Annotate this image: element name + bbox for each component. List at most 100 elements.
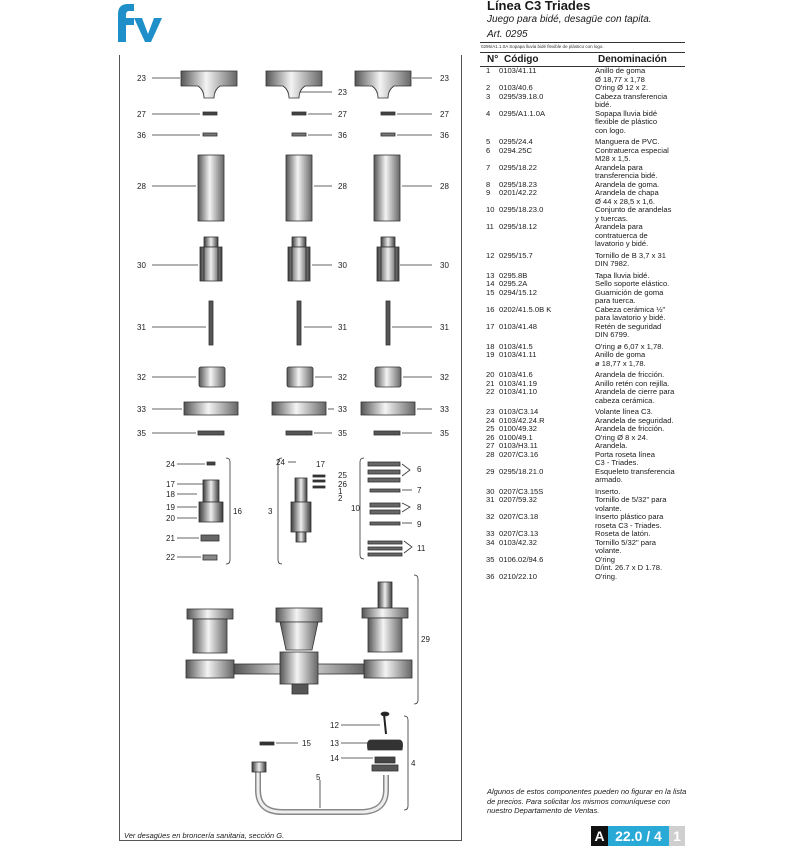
parts-cell-code: 0294.25C: [499, 145, 532, 155]
parts-cell-n: 32: [486, 512, 495, 521]
parts-cell-n: 17: [486, 321, 495, 331]
callout-number: 32: [338, 373, 347, 382]
parts-cell-desc: Inserto.: [595, 486, 621, 496]
exploded-drawing-frame: [119, 55, 462, 841]
parts-cell-n: 27: [486, 441, 495, 450]
parts-cell-n: 31: [486, 495, 495, 504]
parts-cell-n: 3: [486, 91, 491, 101]
parts-cell-n: 16: [486, 304, 495, 314]
parts-cell-n: 21: [486, 378, 495, 388]
callout-number: 21: [166, 534, 175, 543]
parts-cell-code: 0210/22.10: [499, 571, 538, 581]
callout-number: 27: [440, 110, 449, 119]
callout-number: 24: [166, 460, 175, 469]
parts-cell-n: 28: [486, 449, 495, 459]
parts-cell-n: 36: [486, 571, 495, 581]
parts-cell-code: 0103/41.6: [499, 370, 533, 379]
parts-cell-code: 0295/18.21.0: [499, 466, 544, 476]
parts-cell-desc: Tornillo de 5/32" para volante.: [595, 495, 667, 513]
parts-cell-code: 0207/C3.15S: [499, 486, 544, 496]
parts-cell-desc: Conjunto de arandelas y tuercas.: [595, 205, 672, 223]
parts-cell-n: 10: [486, 205, 495, 214]
parts-cell-desc: Arandela de seguridad.: [595, 415, 674, 425]
parts-cell-code: 0295/A1.1.0A: [499, 108, 546, 118]
parts-cell-desc: Arandela de cierre para cabeza cerámica.: [595, 387, 675, 405]
parts-cell-code: 0295.2A: [499, 279, 528, 288]
parts-cell-code: 0103/41.11: [499, 350, 537, 359]
parts-cell-desc: Cabeza transferencia bidé.: [595, 91, 668, 109]
callout-number: 23: [137, 74, 146, 83]
parts-cell-code: 0295/18.22: [499, 162, 538, 172]
parts-cell-desc: Arandela de chapa Ø 44 x 28,5 x 1,6.: [595, 188, 659, 206]
page-subtitle: Juego para bidé, desagüe con tapita.: [487, 14, 652, 25]
parts-cell-desc: Esqueleto transferencia armado.: [595, 466, 675, 484]
parts-cell-code: 0207/59.32: [499, 495, 538, 504]
parts-cell-n: 30: [486, 486, 495, 496]
callout-number: 19: [166, 503, 175, 512]
callout-number: 23: [338, 88, 347, 97]
parts-cell-desc: Arandela.: [595, 441, 628, 450]
parts-cell-desc: O'ring Ø 8 x 24.: [595, 432, 648, 442]
parts-cell-n: 35: [486, 554, 495, 564]
parts-cell-n: 29: [486, 466, 495, 476]
callout-number: 6: [417, 465, 422, 474]
callout-number: 27: [137, 110, 146, 119]
parts-cell-code: 0103/40.6: [499, 83, 533, 92]
parts-cell-desc: Contratuerca especial M28 x 1,5.: [595, 145, 669, 163]
parts-cell-desc: Volante línea C3.: [595, 407, 653, 416]
callout-labels: 23 23 23 27 27 27 36 36 36 28 28 28 30 3…: [137, 74, 449, 782]
page-title: Línea C3 Triades: [487, 0, 591, 13]
parts-cell-desc: O'ring D/int. 26.7 x D 1.78.: [595, 554, 663, 572]
parts-cell-n: 19: [486, 350, 495, 359]
callout-number: 35: [440, 429, 449, 438]
parts-cell-code: 0100/49.32: [499, 424, 538, 433]
callout-number: 25: [338, 471, 347, 480]
fv-logo-icon: [118, 4, 162, 42]
callout-number: 14: [330, 754, 339, 763]
parts-cell-n: 14: [486, 279, 495, 288]
parts-cell-n: 34: [486, 537, 495, 547]
callout-number: 33: [338, 405, 347, 414]
callout-number: 1: [338, 487, 343, 496]
callout-number: 17: [166, 480, 175, 489]
callout-number: 28: [137, 182, 146, 191]
parts-cell-code: 0207/C3.16: [499, 449, 539, 459]
parts-cell-n: 12: [486, 250, 495, 260]
callout-number: 30: [440, 261, 449, 270]
callout-number: 36: [440, 131, 449, 140]
callout-number: 30: [338, 261, 347, 270]
page-number: 22.0 / 4: [608, 826, 669, 846]
callout-number: 4: [411, 759, 416, 768]
parts-cell-n: 22: [486, 387, 495, 396]
page-number-badge: A 22.0 / 4 1: [591, 826, 685, 846]
section-letter: A: [591, 826, 608, 846]
tiny-note: 0295/A1.1.0A Sopapa lluvia bidé flexible…: [481, 44, 604, 49]
parts-cell-code: 0295.8B: [499, 270, 528, 280]
parts-cell-n: 15: [486, 287, 495, 297]
callout-number: 11: [417, 544, 426, 553]
parts-cell-n: 33: [486, 529, 495, 538]
parts-cell-code: 0295/18.23.0: [499, 205, 544, 214]
parts-cell-desc: Manguera de PVC.: [595, 137, 660, 146]
callout-number: 26: [338, 480, 347, 489]
callout-number: 18: [166, 490, 175, 499]
callout-number: 23: [440, 74, 449, 83]
parts-cell-desc: Sopapa lluvia bidé flexible de plástico …: [595, 108, 658, 135]
callout-number: 9: [417, 520, 422, 529]
parts-cell-n: 11: [486, 222, 494, 231]
parts-cell-code: 0295/24.4: [499, 137, 533, 146]
